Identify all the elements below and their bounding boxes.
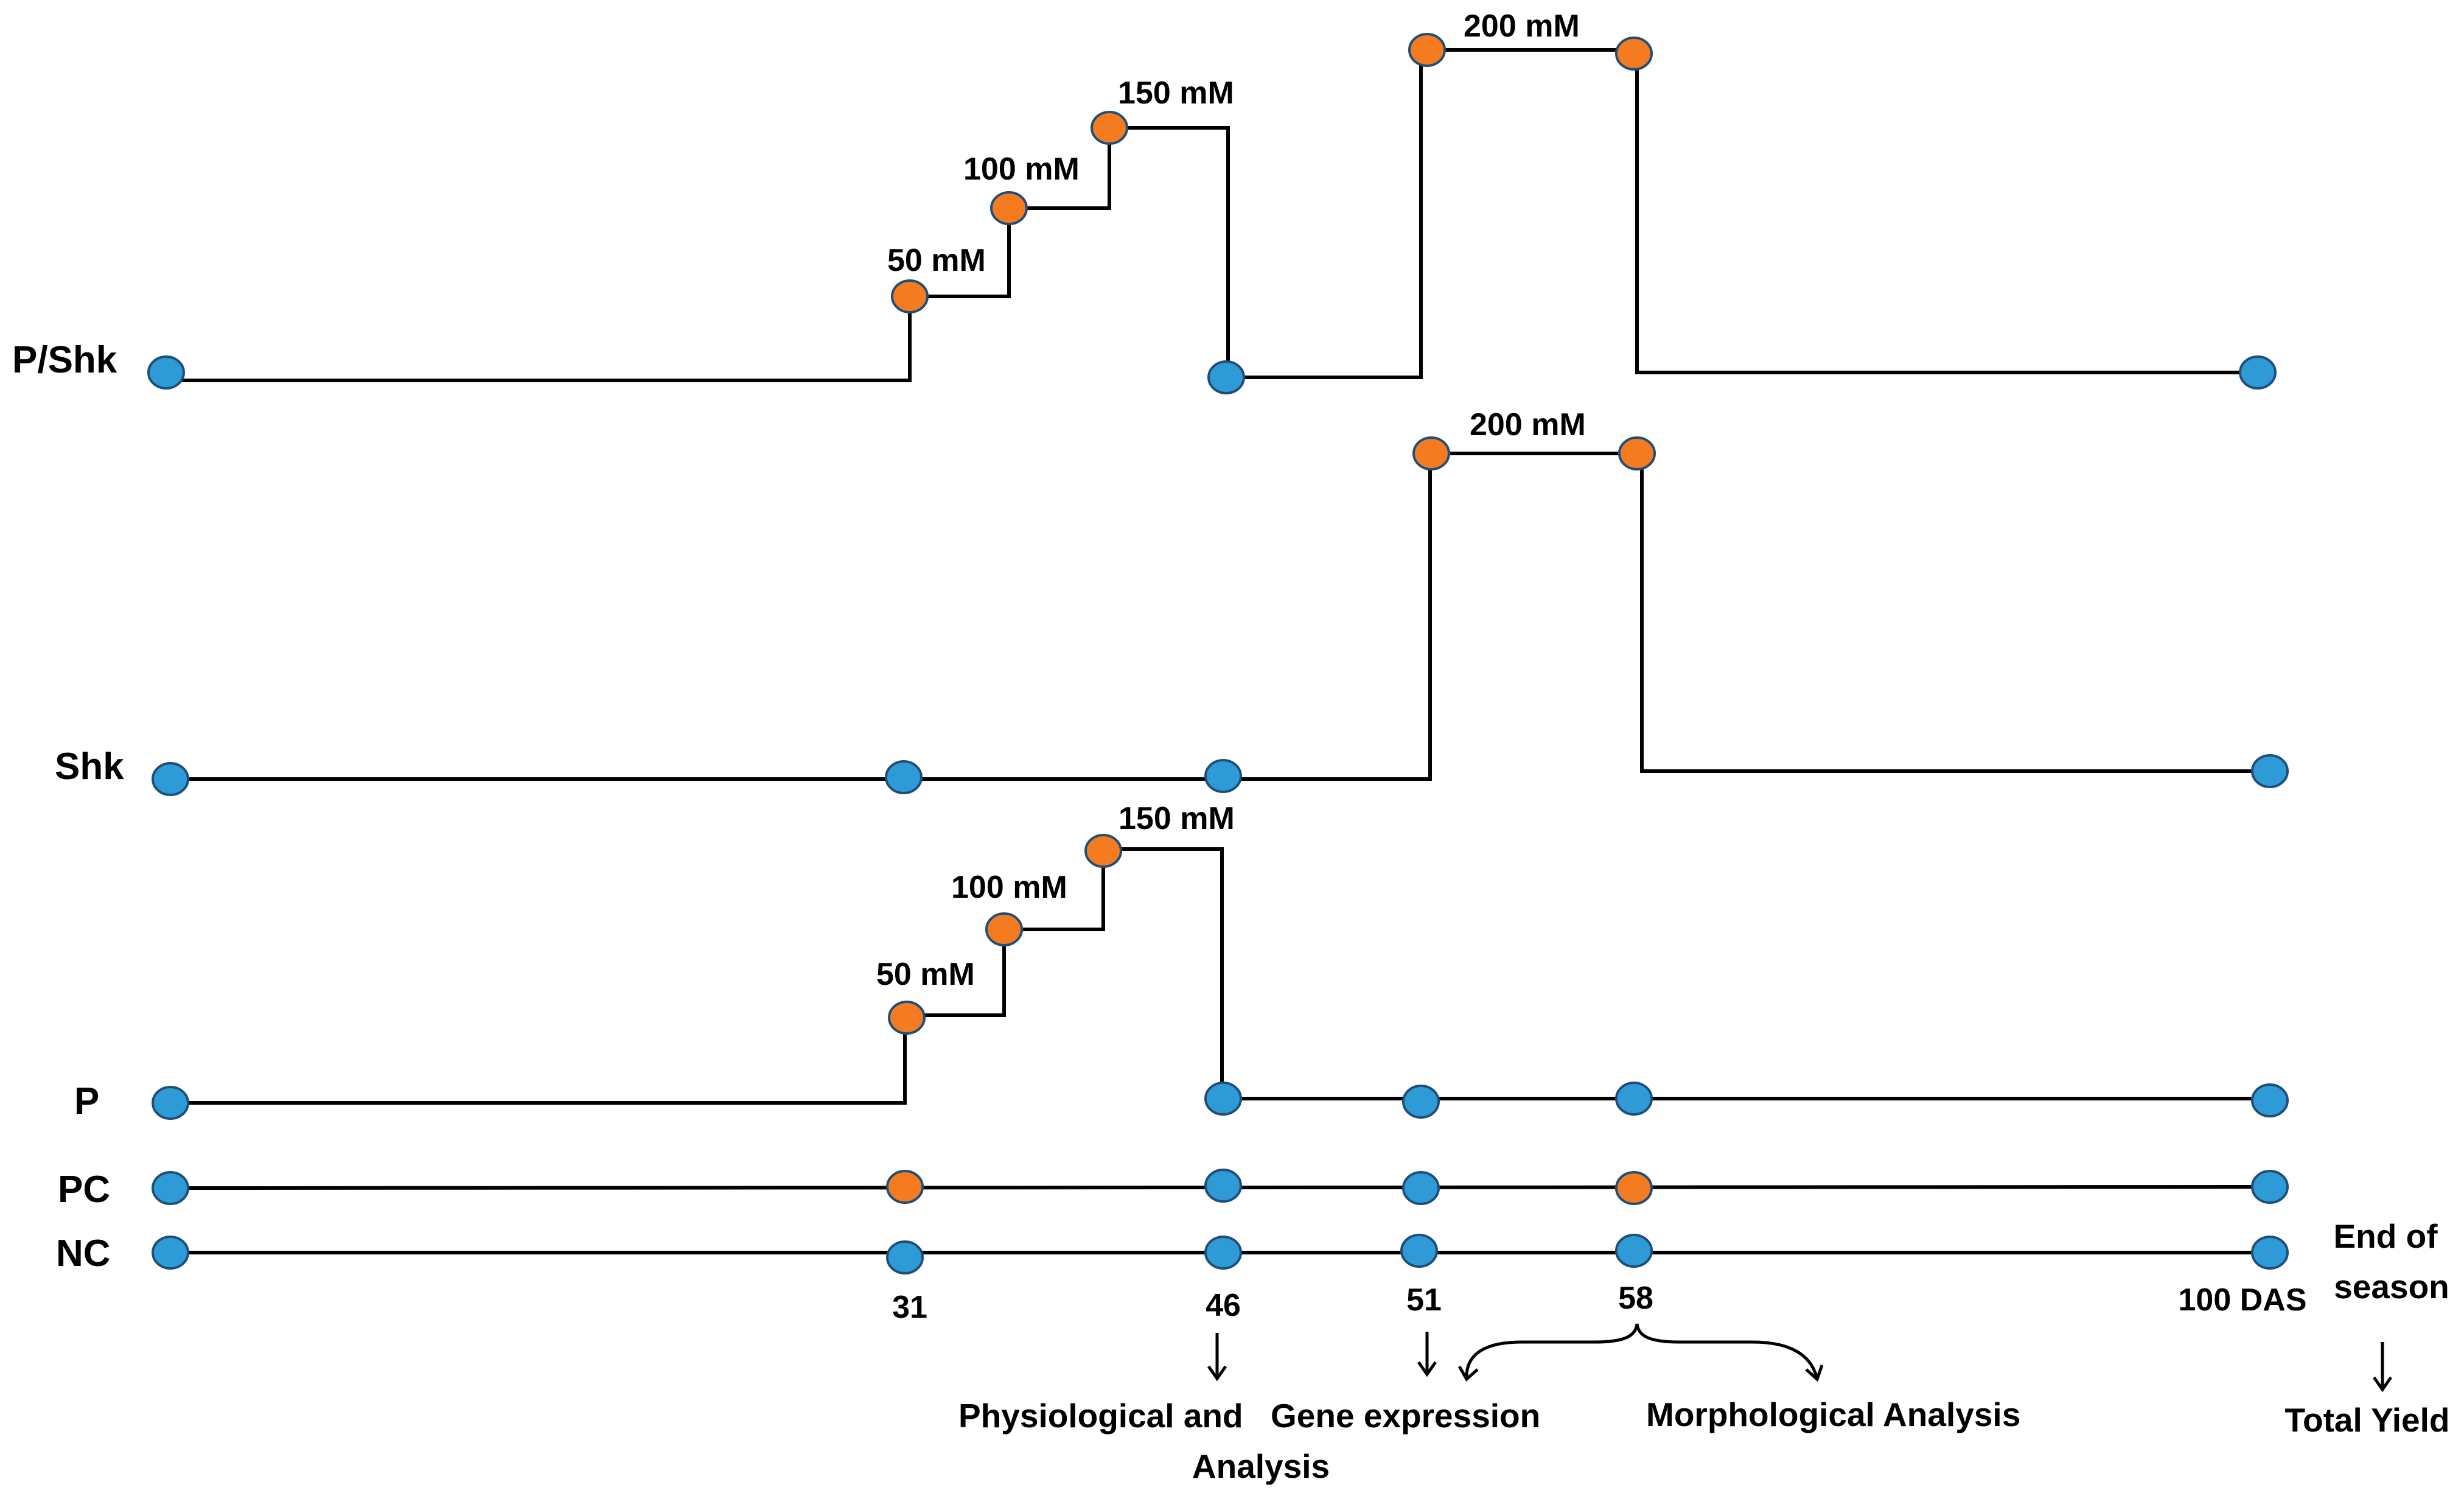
nc-dot-100 [2251,1236,2289,1270]
arrow-51 [1417,1332,1437,1377]
total-yield-label: Total Yield [2285,1401,2450,1439]
pshk-dot-46 [1207,360,1245,394]
end-of-season-line2: season [2334,1268,2449,1306]
pshk-dot-40 [1091,111,1128,145]
pc-dot-100 [2251,1170,2289,1204]
end-of-season-line1: End of [2333,1217,2438,1255]
pshk-label-50mm: 50 mM [887,243,986,278]
brace-left-arrowhead [1457,1365,1479,1382]
arrow-end-of-season [2372,1342,2393,1393]
pshk-dot-100 [2239,355,2277,390]
p-dot-58 [1615,1082,1653,1116]
shk-dot-58 [1618,436,1656,470]
physiological-analysis-line2: Analysis [1192,1447,1330,1485]
shk-dot-100 [2251,754,2289,788]
morphological-brace [1465,1323,1818,1377]
p-dot-100 [2251,1083,2289,1117]
pshk-dot-35 [990,191,1028,225]
gene-expression-label: Gene expression [1271,1397,1540,1435]
arrow-46 [1207,1333,1227,1382]
day-label-58: 58 [1618,1281,1653,1316]
pc-dot-31 [886,1170,924,1204]
pc-dot-58 [1615,1171,1653,1205]
pshk-dot-31 [891,279,929,313]
pshk-label-100mm: 100 mM [963,152,1080,187]
shk-treatment-line [170,452,2270,781]
row-label-nc: NC [56,1233,111,1274]
pc-dot-46 [1204,1169,1242,1203]
row-label-pc: PC [58,1169,110,1211]
p-dot-35 [985,912,1023,946]
day-label-51: 51 [1406,1282,1442,1318]
row-label-shk: Shk [55,746,124,788]
p-dot-51 [1402,1085,1440,1119]
shk-dot-51 [1412,436,1450,470]
shk-dot-46 [1204,759,1242,793]
p-label-150mm: 150 mM [1119,801,1235,836]
p-treatment-line [170,847,2270,1105]
p-dot-46 [1204,1082,1242,1116]
p-dot-31 [888,1001,926,1035]
nc-dot-0 [152,1236,189,1270]
nc-dot-51 [1400,1234,1438,1268]
day-label-31: 31 [892,1290,927,1325]
day-label-100-das: 100 DAS [2179,1282,2307,1318]
pshk-label-200mm: 200 mM [1464,9,1580,44]
physiological-analysis-line1: Physiological and [958,1397,1243,1435]
day-label-46: 46 [1206,1288,1241,1323]
nc-dot-31 [886,1240,924,1274]
shk-dot-31 [885,760,923,794]
shk-dot-0 [152,762,189,796]
shk-label-200mm: 200 mM [1470,407,1586,442]
p-dot-40 [1084,834,1122,868]
row-label-p: P [74,1080,99,1122]
pshk-dot-0 [147,355,185,390]
nc-dot-58 [1615,1234,1653,1268]
p-label-100mm: 100 mM [951,870,1067,905]
p-dot-0 [152,1086,189,1120]
p-label-50mm: 50 mM [876,957,975,992]
morphological-analysis-label: Morphological Analysis [1646,1396,2020,1433]
pshk-label-150mm: 150 mM [1118,75,1234,111]
brace-right-arrowhead [1805,1365,1824,1382]
pc-dot-0 [152,1171,189,1205]
nc-dot-46 [1204,1236,1242,1270]
row-label-pshk: P/Shk [12,339,117,381]
pshk-dot-58 [1615,37,1653,71]
pshk-dot-51 [1408,33,1446,67]
pc-dot-51 [1402,1171,1440,1205]
